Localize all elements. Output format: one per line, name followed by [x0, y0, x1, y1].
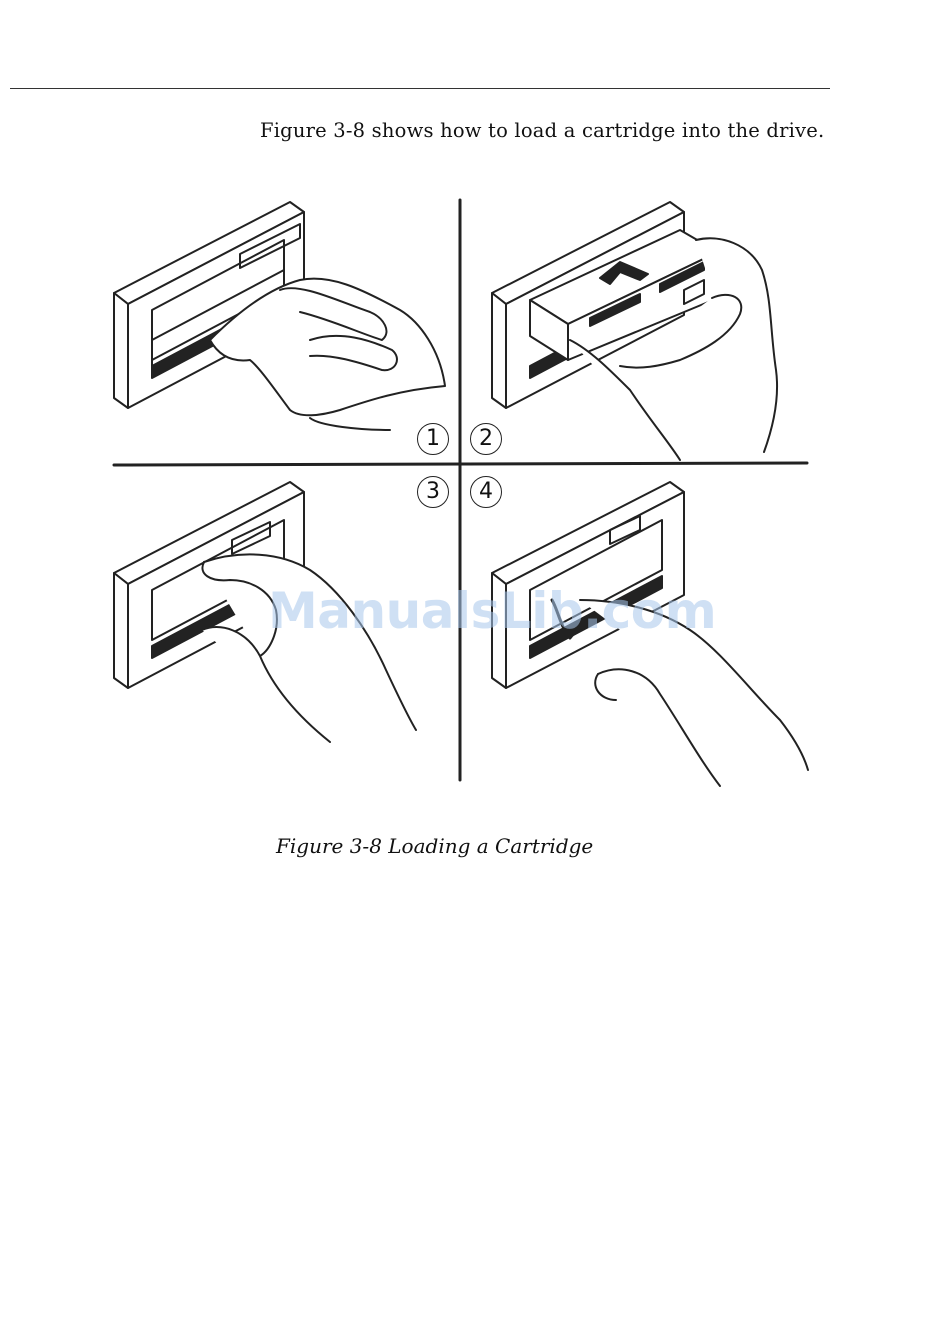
watermark: ManualsLib.com	[268, 582, 716, 640]
figure-caption: Figure 3-8 Loading a Cartridge	[276, 834, 593, 858]
loading-cartridge-figure: 1 2 3 4	[100, 190, 820, 790]
step-number-2: 2	[470, 423, 502, 455]
step-number-3: 3	[417, 476, 449, 508]
intro-paragraph: Figure 3-8 shows how to load a cartridge…	[260, 119, 824, 142]
header-rule	[10, 88, 830, 89]
step-number-4: 4	[470, 476, 502, 508]
step-number-1: 1	[417, 423, 449, 455]
horizontal-divider	[114, 463, 807, 465]
